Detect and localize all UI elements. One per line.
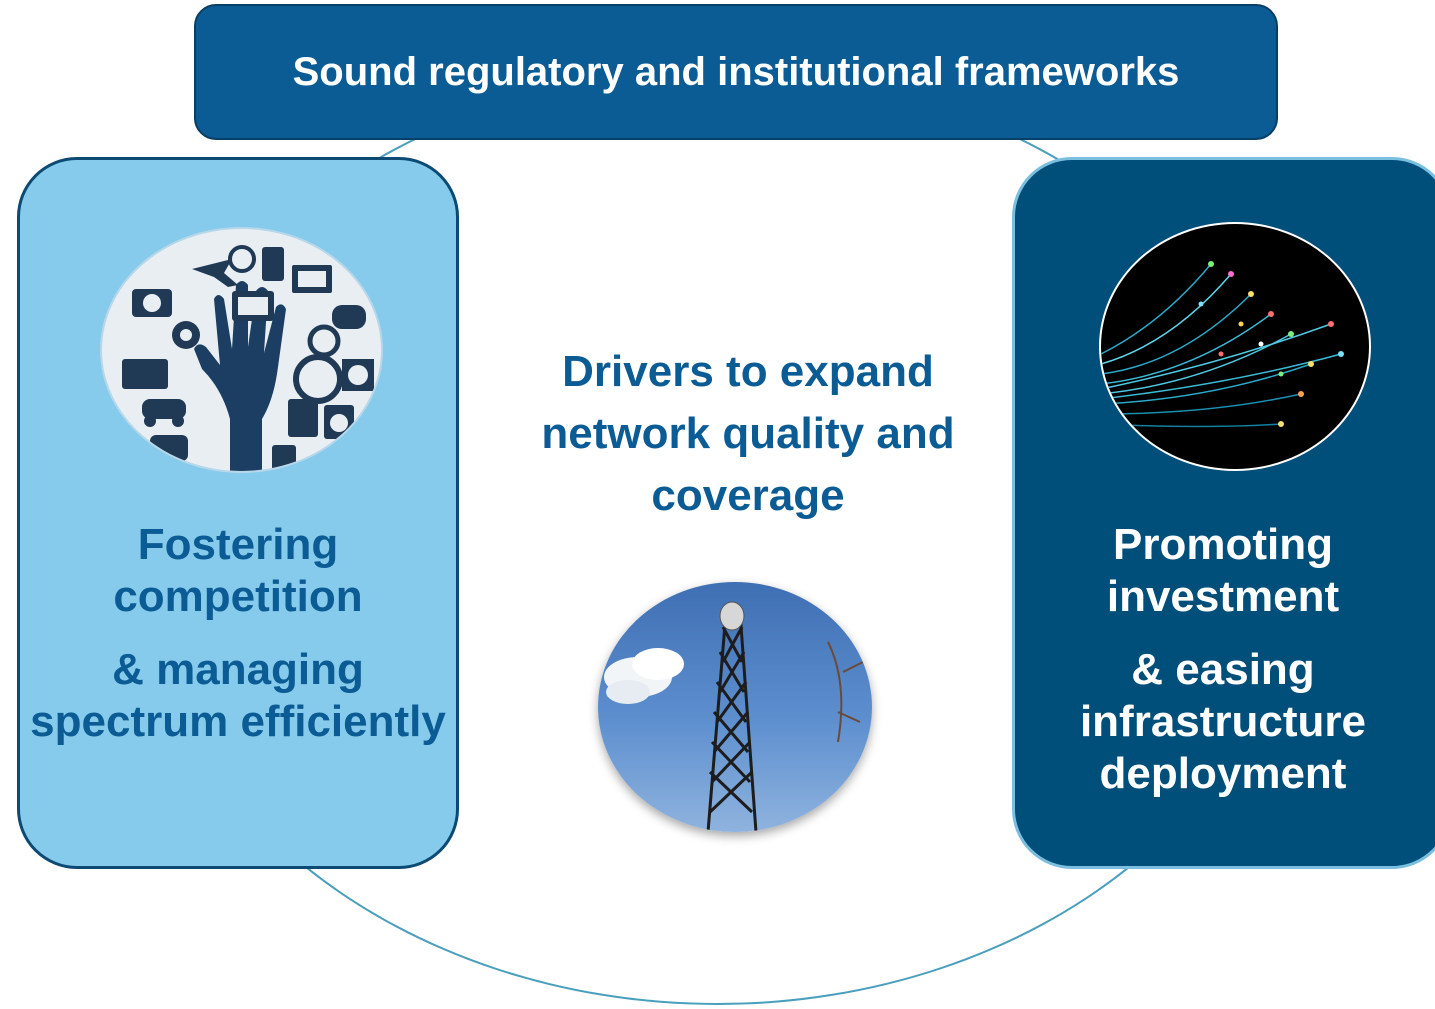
tech-devices-hand-icon	[100, 227, 383, 473]
center-title: Drivers to expand network quality and co…	[541, 347, 955, 520]
right-box: Promoting investment & easing infrastruc…	[1012, 157, 1435, 869]
left-box: Fostering competition & managing spectru…	[17, 157, 459, 869]
top-banner: Sound regulatory and institutional frame…	[194, 4, 1278, 140]
left-box-line1: Fostering competition	[113, 520, 363, 621]
telecom-tower-icon	[598, 582, 872, 832]
left-box-line2: & managing spectrum efficiently	[30, 645, 446, 746]
fiber-optic-cables-icon	[1099, 222, 1371, 471]
right-box-line1: Promoting investment	[1106, 520, 1340, 621]
right-box-line2: & easing infrastructure deployment	[1079, 645, 1367, 798]
banner-title: Sound regulatory and institutional frame…	[292, 49, 1180, 94]
